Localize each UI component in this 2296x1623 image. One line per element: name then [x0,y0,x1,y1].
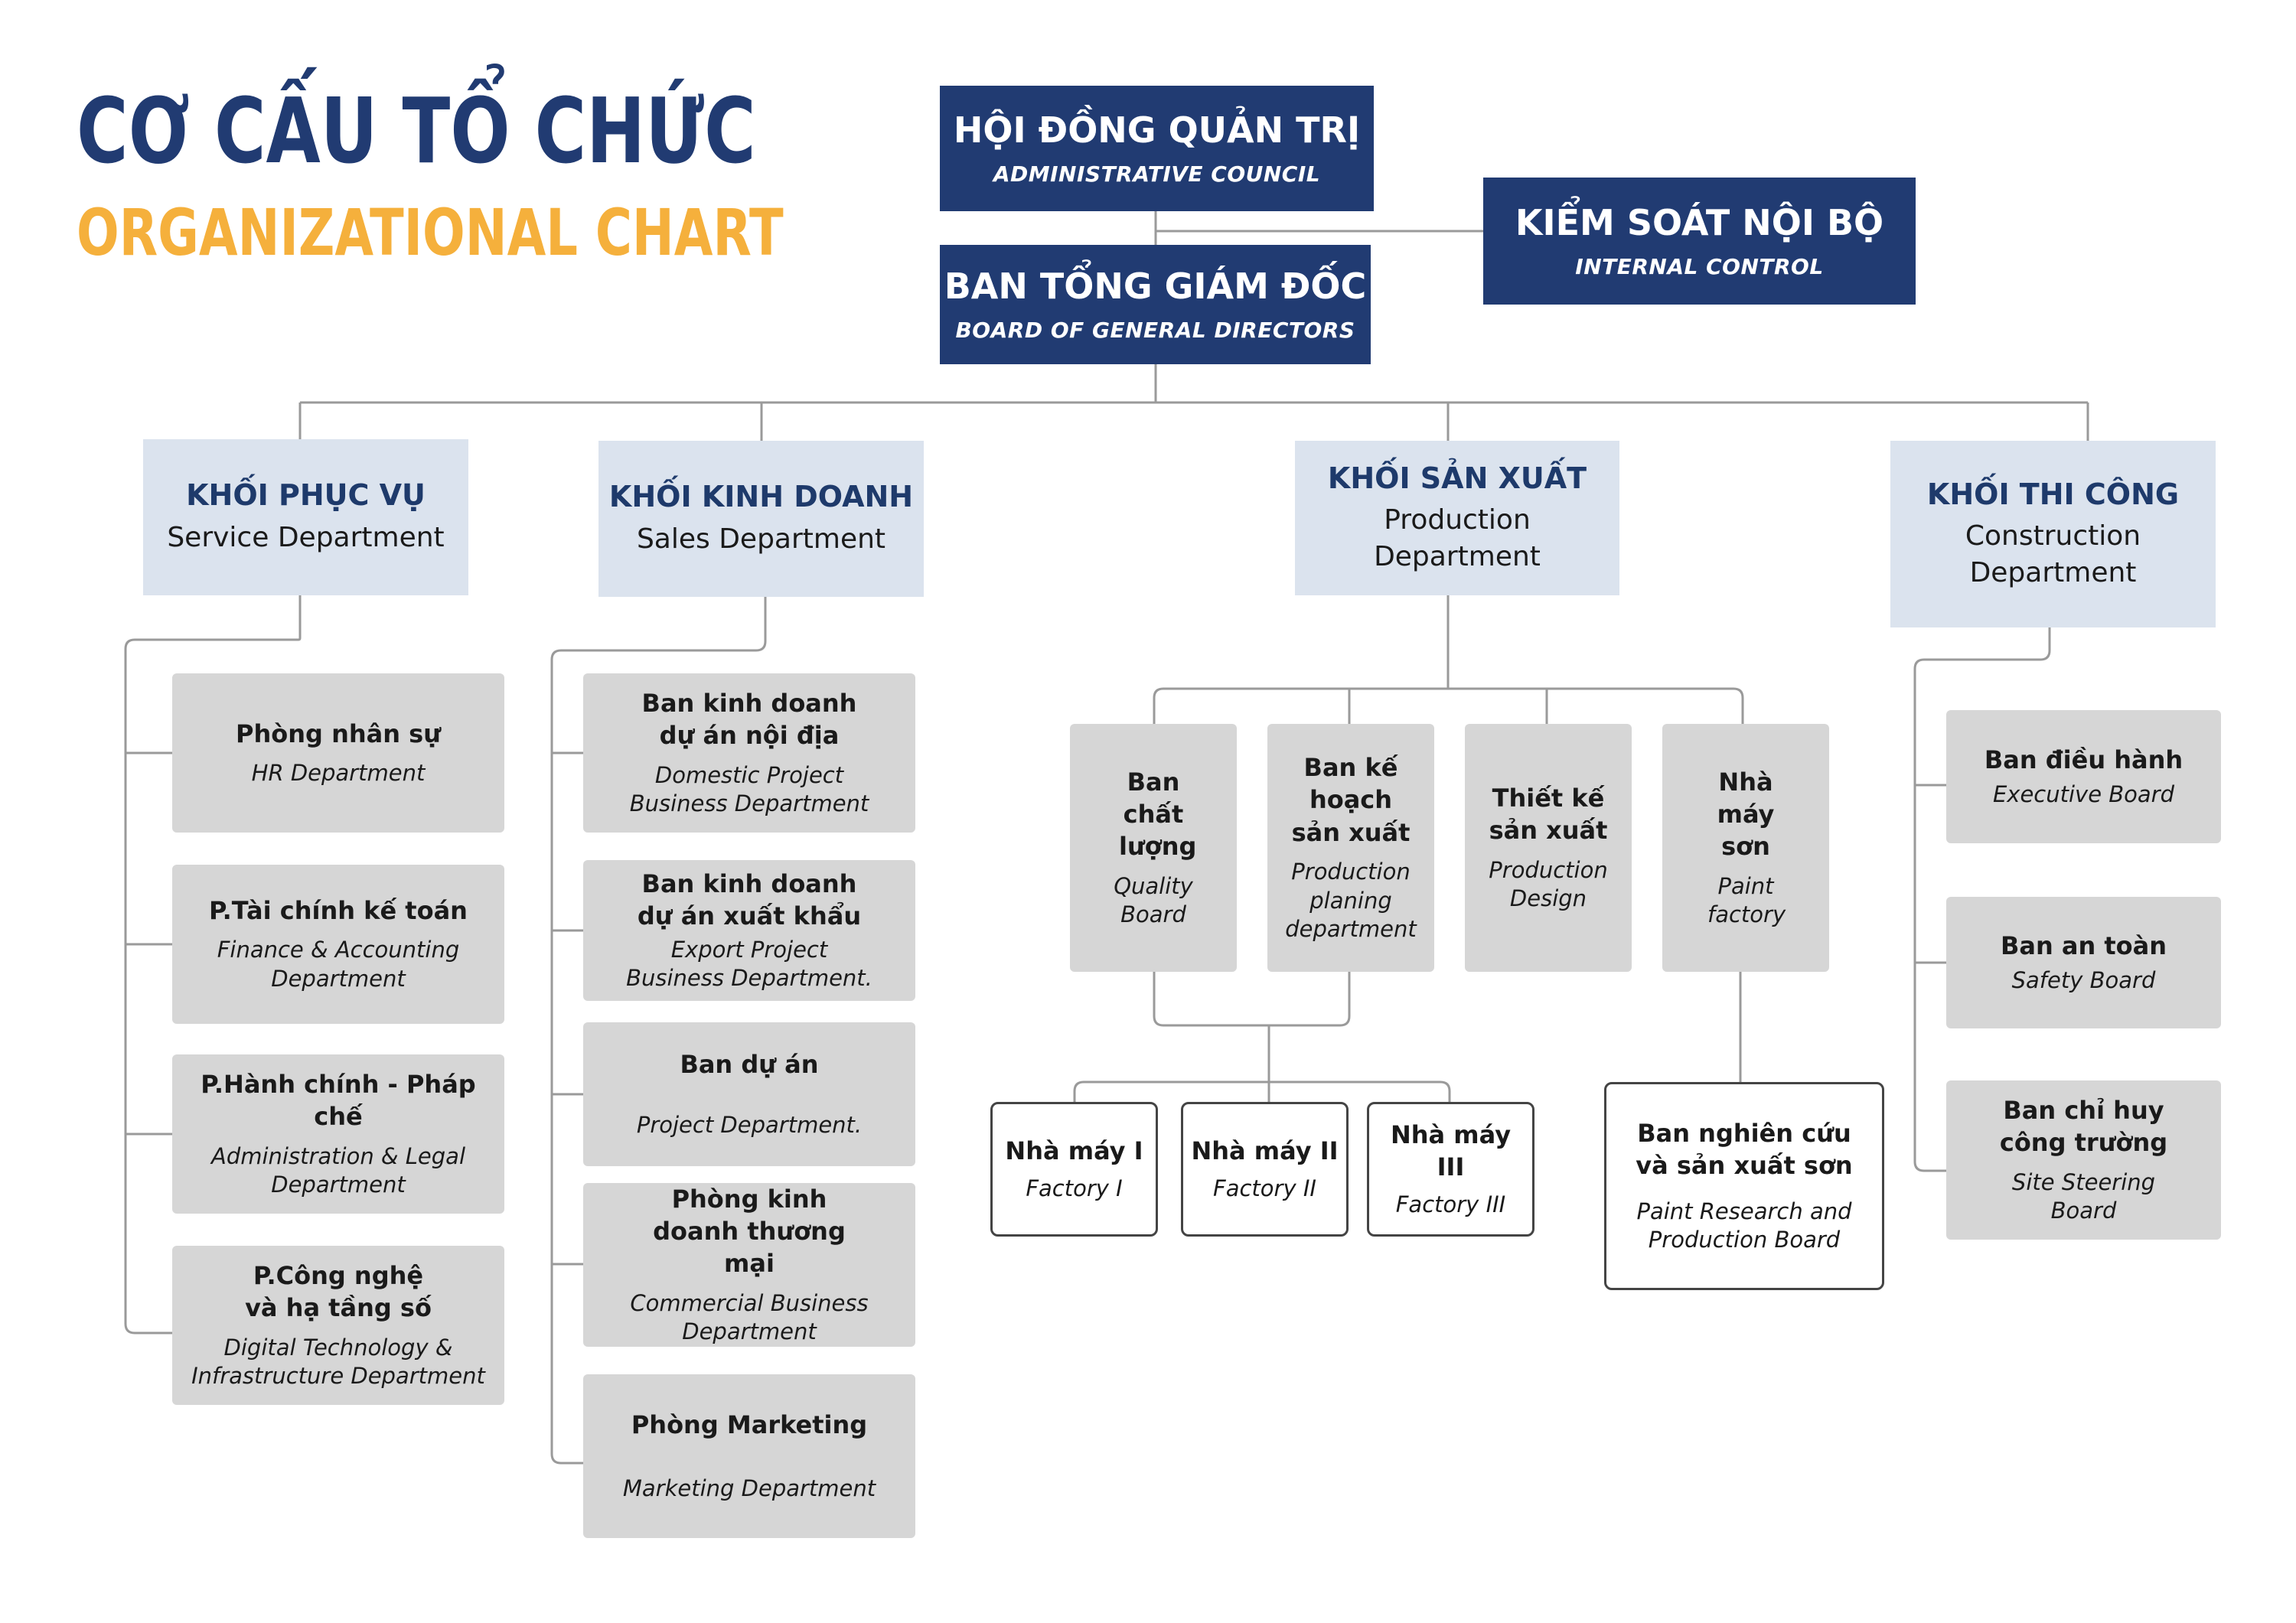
general-directors-box: BAN TỔNG GIÁM ĐỐC BOARD OF GENERAL DIREC… [940,245,1371,364]
executive-board-box: Ban điều hành Executive Board [1946,710,2221,843]
unit-label-vi: Nhà máy sơn [1717,767,1775,862]
digital-tech-box: P.Công nghệ và hạ tầng số Digital Techno… [172,1246,504,1405]
connector-service-branch [124,595,302,1335]
factory-label-en: Factory I [1026,1175,1123,1202]
connector-production-bus [1153,687,1744,724]
sales-division-en: Sales Department [636,523,886,556]
connector-quality-planning-join [1153,972,1351,1027]
factory-label-en: Factory II [1213,1175,1316,1202]
connector-factory-bus [1073,1080,1451,1102]
production-division-en: Production Department [1374,504,1541,572]
connector-construction-branch [1913,627,2051,1172]
export-project-box: Ban kinh doanh dự án xuất khẩu Export Pr… [583,860,915,1001]
finance-accounting-box: P.Tài chính kế toán Finance & Accounting… [172,865,504,1024]
factory-label-vi: Nhà máy III [1390,1119,1512,1182]
council-label-vi: HỘI ĐỒNG QUẢN TRỊ [953,109,1361,152]
unit-label-vi: Ban chất lượng [1119,767,1197,862]
unit-label-vi: Phòng Marketing [631,1410,868,1440]
construction-division-box: KHỐI THI CÔNG Construction Department [1890,441,2216,627]
service-division-box: KHỐI PHỤC VỤ Service Department [143,439,468,595]
factory-2-box: Nhà máy II Factory II [1181,1102,1349,1237]
unit-label-en: Domestic Project Business Department [629,761,869,817]
quality-board-box: Ban chất lượng Quality Board [1070,724,1237,972]
control-label-en: INTERNAL CONTROL [1575,253,1824,279]
unit-label-en: Digital Technology & Infrastructure Depa… [191,1334,485,1390]
unit-label-en: HR Department [251,760,426,787]
marketing-department-box: Phòng Marketing Marketing Department [583,1374,915,1538]
unit-label-en: Export Project Business Department. [626,936,872,992]
connector-sales-branch [550,597,767,1465]
unit-label-vi: P.Công nghệ và hạ tầng số [245,1261,432,1323]
production-division-box: KHỐI SẢN XUẤT Production Department [1295,441,1619,595]
factory-label-vi: Nhà máy I [1005,1136,1143,1166]
unit-label-en: Quality Board [1114,872,1193,928]
factory-label-vi: Nhà máy II [1191,1136,1339,1166]
factory-1-box: Nhà máy I Factory I [990,1102,1158,1237]
production-design-box: Thiết kế sản xuất Production Design [1465,724,1632,972]
unit-label-en: Safety Board [2011,967,2156,994]
factory-label-en: Factory III [1395,1191,1506,1218]
site-steering-board-box: Ban chỉ huy công trường Site Steering Bo… [1946,1080,2221,1240]
internal-control-box: KIỂM SOÁT NỘI BỘ INTERNAL CONTROL [1483,178,1916,305]
unit-label-vi: Ban kinh doanh dự án xuất khẩu [637,869,862,931]
research-label-en: Paint Research and Production Board [1636,1198,1852,1253]
unit-label-en: Site Steering Board [2011,1168,2156,1224]
unit-label-en: Executive Board [1992,781,2175,808]
domestic-project-box: Ban kinh doanh dự án nội địa Domestic Pr… [583,673,915,833]
unit-label-vi: Ban chỉ huy công trường [1999,1096,2168,1158]
construction-division-en: Construction Department [1965,520,2141,588]
directors-label-en: BOARD OF GENERAL DIRECTORS [955,317,1355,343]
unit-label-en: Marketing Department [622,1475,876,1502]
council-label-en: ADMINISTRATIVE COUNCIL [993,161,1321,187]
unit-label-en: Finance & Accounting Department [217,937,460,992]
unit-label-vi: Phòng kinh doanh thương mại [653,1184,846,1279]
research-label-vi: Ban nghiên cứu và sản xuất sơn [1636,1119,1853,1181]
construction-division-vi: KHỐI THI CÔNG [1926,477,2180,511]
control-label-vi: KIỂM SOÁT NỘI BỘ [1515,202,1884,244]
sales-division-vi: KHỐI KINH DOANH [608,480,914,514]
unit-label-en: Project Department. [636,1112,863,1139]
unit-label-vi: Ban điều hành [1984,745,2183,775]
service-division-en: Service Department [167,522,445,554]
paint-research-box: Ban nghiên cứu và sản xuất sơn Paint Res… [1604,1082,1884,1290]
unit-label-vi: Phòng nhân sự [236,719,441,749]
unit-label-en: Commercial Business Department [630,1289,869,1345]
unit-label-en: Administration & Legal Department [211,1142,465,1198]
service-division-vi: KHỐI PHỤC VỤ [186,478,426,513]
sales-division-box: KHỐI KINH DOANH Sales Department [598,441,924,597]
administrative-council-box: HỘI ĐỒNG QUẢN TRỊ ADMINISTRATIVE COUNCIL [940,86,1374,211]
unit-label-vi: P.Hành chính - Pháp chế [201,1070,476,1132]
chart-title: CƠ CẤU TỔ CHỨC [77,78,756,184]
unit-label-en: Production Design [1489,856,1608,912]
production-division-vi: KHỐI SẢN XUẤT [1327,461,1587,495]
admin-legal-box: P.Hành chính - Pháp chế Administration &… [172,1054,504,1214]
chart-subtitle: ORGANIZATIONAL CHART [77,195,784,270]
unit-label-vi: Ban kế hoạch sản xuất [1291,753,1411,847]
unit-label-vi: Ban kinh doanh dự án nội địa [641,689,857,751]
commercial-business-box: Phòng kinh doanh thương mại Commercial B… [583,1183,915,1347]
unit-label-vi: P.Tài chính kế toán [209,896,468,926]
production-planning-box: Ban kế hoạch sản xuất Production planing… [1267,724,1434,972]
factory-3-box: Nhà máy III Factory III [1367,1102,1534,1237]
directors-label-vi: BAN TỔNG GIÁM ĐỐC [944,266,1367,308]
project-department-box: Ban dự án Project Department. [583,1022,915,1166]
unit-label-vi: Ban dự án [680,1050,819,1080]
hr-department-box: Phòng nhân sự HR Department [172,673,504,833]
paint-factory-box: Nhà máy sơn Paint factory [1662,724,1829,972]
unit-label-vi: Thiết kế sản xuất [1489,784,1608,846]
unit-label-en: Paint factory [1707,872,1786,928]
unit-label-vi: Ban an toàn [2000,931,2167,961]
safety-board-box: Ban an toàn Safety Board [1946,897,2221,1028]
unit-label-en: Production planing department [1285,858,1417,943]
